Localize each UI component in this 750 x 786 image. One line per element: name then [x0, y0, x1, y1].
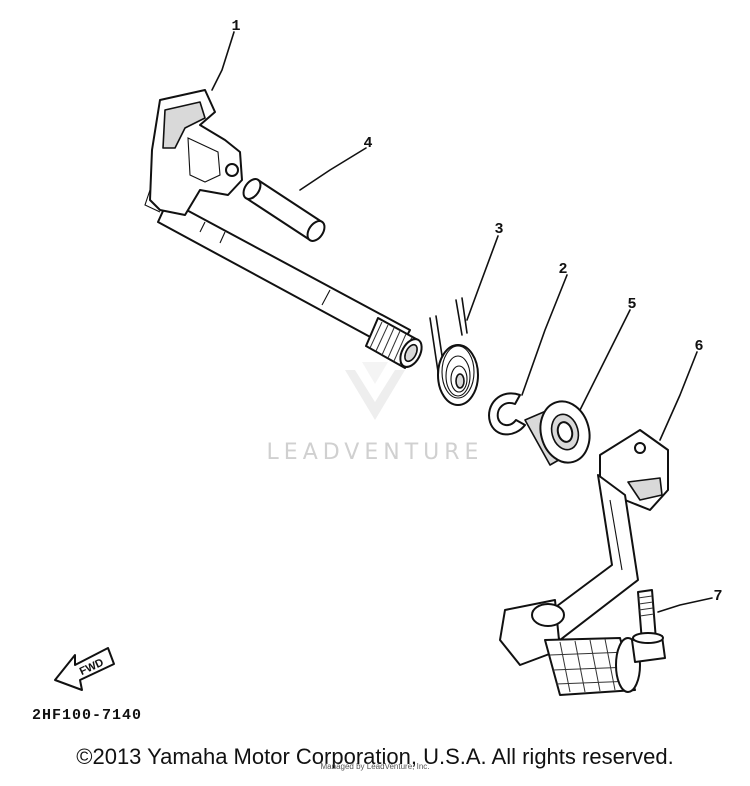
copyright-notice: ©2013 Yamaha Motor Corporation, U.S.A. A…: [76, 744, 674, 769]
leadventure-watermark-logo: [345, 362, 405, 420]
callout-3: 3: [494, 221, 503, 238]
callout-7: 7: [713, 588, 722, 605]
watermark-text: LEADVENTURE: [266, 440, 484, 465]
callout-2: 2: [558, 261, 567, 278]
callout-labels: 1 2 3 4 5 6 7: [231, 18, 722, 605]
shift-pedal: [499, 429, 669, 696]
callout-4: 4: [363, 135, 372, 152]
managed-by-credit: Managed by LeadVenture, Inc.: [320, 762, 430, 771]
bolt: [631, 589, 666, 663]
leader-lines: [211, 31, 713, 613]
callout-1: 1: [231, 18, 240, 35]
shift-shaft-assembly: [144, 89, 423, 369]
callout-6: 6: [694, 338, 703, 355]
callout-5: 5: [627, 296, 636, 313]
torsion-spring: [429, 297, 479, 406]
circlip: [488, 392, 526, 436]
fwd-arrow-icon: FWD: [54, 647, 115, 691]
oil-seal: [524, 400, 591, 466]
part-number: 2HF100-7140: [32, 707, 143, 724]
pin: [242, 178, 326, 242]
